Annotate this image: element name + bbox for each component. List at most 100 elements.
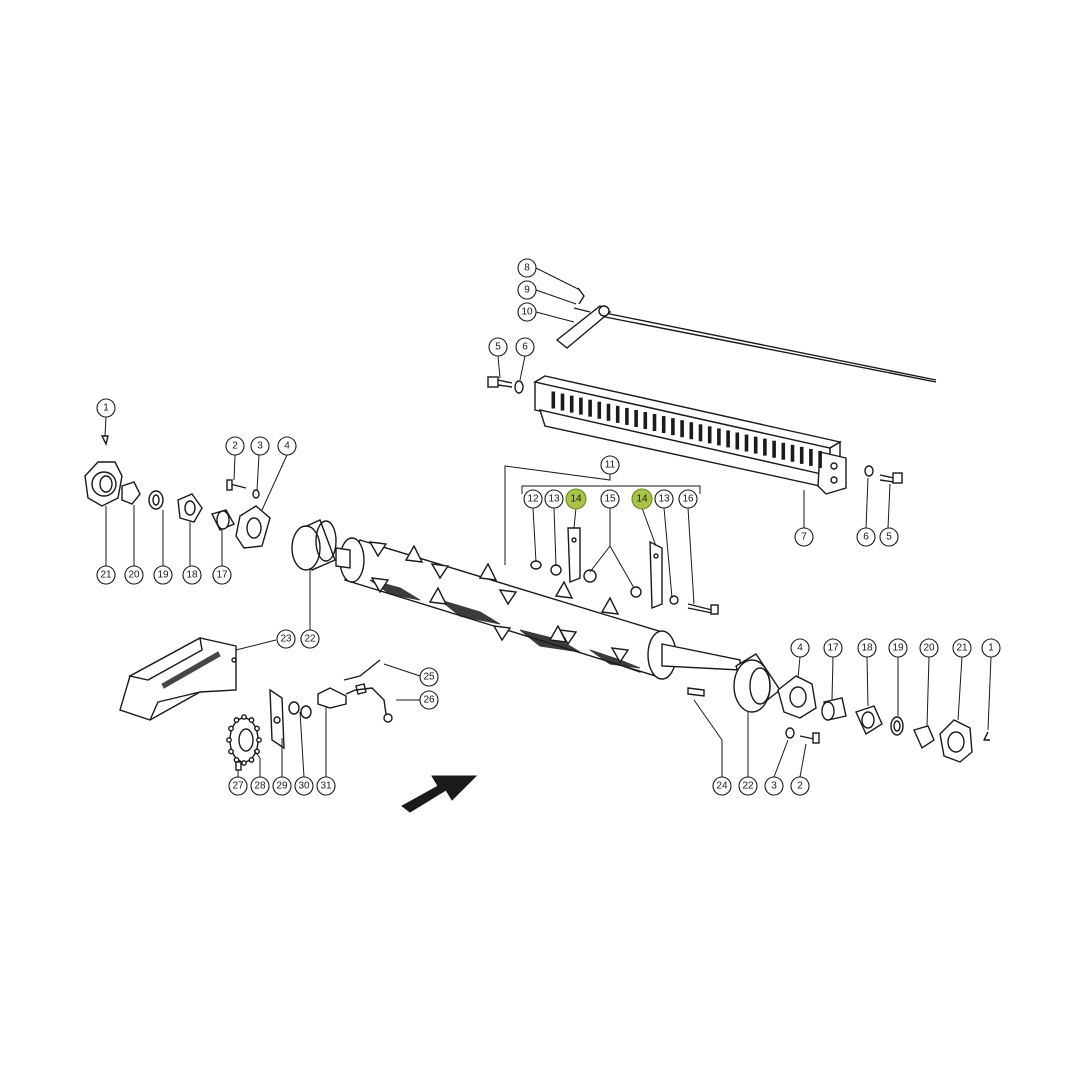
callout-label: 26 [423,695,435,706]
callout-label: 2 [232,441,238,452]
callout-label: 4 [797,643,803,654]
callout-label: 30 [298,781,310,792]
callout-9: 9 [517,280,537,300]
comb-slot [671,418,675,436]
callout-16: 16 [678,489,698,509]
callout-21: 21 [96,565,116,585]
callout-18: 18 [857,638,877,658]
callout-label: 21 [956,643,968,654]
callout-14-highlighted: 14 [631,488,653,510]
callout-label: 3 [771,781,777,792]
callout-label: 15 [604,494,616,505]
callout-label: 5 [886,532,892,543]
callout-5: 5 [879,527,899,547]
callout-label: 4 [284,441,290,452]
callout-3: 3 [250,436,270,456]
callout-23: 23 [276,629,296,649]
comb-slot [551,391,556,409]
callout-label: 1 [103,403,109,414]
callout-22: 22 [300,629,320,649]
callout-label: 22 [742,781,754,792]
callouts: 1 2 3 4 5 6 7 6 5 8 9 10 11 12 13 14 15 … [96,258,1001,796]
direction-arrow [401,775,478,813]
callout-label: 14 [570,494,582,505]
callout-label: 19 [157,570,169,581]
callout-4: 4 [790,638,810,658]
comb-slot [707,426,712,444]
callout-20: 20 [919,638,939,658]
callout-7: 7 [794,527,814,547]
callout-14-highlighted: 14 [565,488,587,510]
comb-slot [615,405,620,423]
callout-label: 20 [923,643,935,654]
rod-assembly [555,287,937,383]
callout-label: 2 [797,781,803,792]
comb-slot [809,448,813,466]
callout-13: 13 [654,489,674,509]
comb-slot [680,420,684,438]
callout-17: 17 [823,638,843,658]
callout-2: 2 [790,776,810,796]
bolt-washer-right [864,465,903,484]
callout-label: 10 [521,307,533,318]
comb-slot [569,395,574,413]
callout-5: 5 [488,337,508,357]
right-bearing-assembly [777,675,990,763]
callout-1: 1 [96,398,116,418]
callout-label: 23 [280,634,292,645]
comb-slot [781,442,786,460]
callout-label: 6 [863,532,869,543]
callout-label: 8 [524,263,530,274]
callout-3: 3 [764,776,784,796]
comb-slot [753,436,758,454]
callout-19: 19 [888,638,908,658]
rotor-blade [478,562,498,581]
callout-label: 18 [861,643,873,654]
callout-label: 31 [320,781,332,792]
callout-label: 21 [100,570,112,581]
comb-slot [799,446,804,464]
callout-label: 24 [716,781,728,792]
callout-31: 31 [316,776,336,796]
comb-slot [634,409,638,427]
sprocket-tooth [233,717,240,723]
comb-slot [597,401,602,419]
callout-10: 10 [517,302,537,322]
callout-15: 15 [600,489,620,509]
callout-29: 29 [272,776,292,796]
callout-19: 19 [153,565,173,585]
callout-label: 16 [682,494,694,505]
rotor-blade [600,596,620,615]
callout-label: 9 [524,285,530,296]
callout-label: 12 [527,494,539,505]
callout-1: 1 [981,638,1001,658]
callout-label: 7 [801,532,807,543]
callout-27: 27 [228,776,248,796]
bolt-washer-top [487,376,524,394]
comb-slot [579,397,583,415]
rotor-blade [404,544,424,563]
comb-slot [726,430,730,448]
callout-28: 28 [250,776,270,796]
callout-30: 30 [294,776,314,796]
knife-holders [530,527,719,615]
callout-label: 17 [827,643,839,654]
sprocket-tooth [228,748,234,755]
sprocket-tooth [256,737,262,743]
callout-21: 21 [952,638,972,658]
comb-slot [606,403,611,421]
sprocket-tooth [228,725,234,732]
callout-label: 14 [636,494,648,505]
callout-24: 24 [712,776,732,796]
callout-label: 19 [892,643,904,654]
sprocket-tooth [248,717,255,723]
callout-2: 2 [225,436,245,456]
callout-label: 20 [128,570,140,581]
drive-parts [226,659,393,771]
callout-17: 17 [212,565,232,585]
callout-11: 11 [600,455,620,475]
callout-label: 25 [423,672,435,683]
callout-label: 3 [257,441,263,452]
comb-slot [744,434,749,452]
